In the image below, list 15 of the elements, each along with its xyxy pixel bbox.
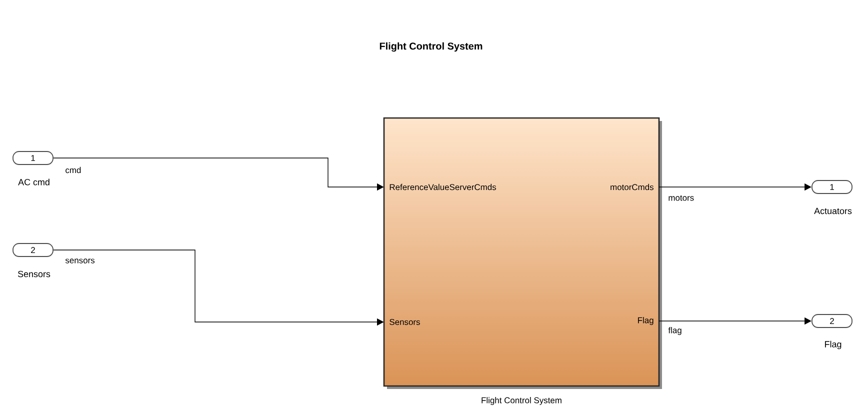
signal-label: motors [667, 194, 696, 202]
signal-label: cmd [64, 166, 82, 174]
signal-label: sensors [64, 258, 96, 264]
subsystem-block: ReferenceValueServerCmds Sensors motorCmds Flag [383, 117, 662, 389]
outport-block: 2 [812, 314, 852, 328]
block-caption: Flight Control System [482, 397, 562, 405]
title: Flight Control System [380, 42, 482, 52]
inport-block: 2 [12, 243, 54, 257]
port-label: Sensors [18, 270, 50, 278]
port-label: Actuators [814, 208, 852, 214]
outport-block: 1 [812, 180, 852, 194]
signal-label: flag [667, 326, 683, 336]
port-label: AC cmd [18, 178, 50, 186]
port-label: Flag [825, 340, 842, 350]
inport-block: 1 [12, 151, 54, 165]
